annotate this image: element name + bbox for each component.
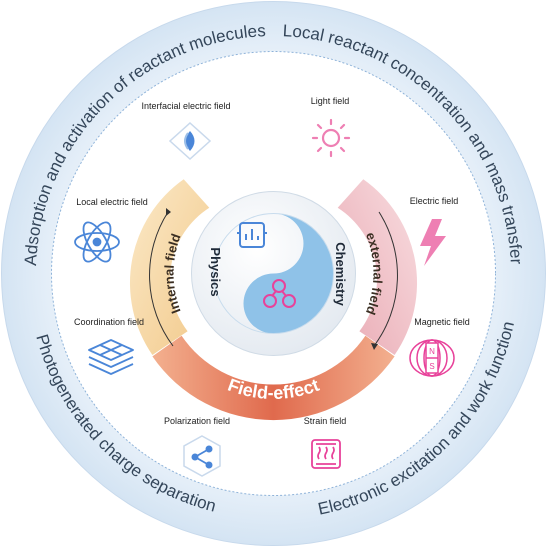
lightning-icon (420, 219, 446, 266)
molecule-icon (263, 279, 296, 308)
internal-field-arc (129, 179, 210, 355)
yin-yang-outline (213, 213, 334, 334)
physics-label: Physics (208, 247, 223, 296)
field-effect-arc (152, 335, 395, 421)
magnet-n-label: N (429, 347, 435, 356)
magnet-icon (409, 339, 455, 377)
atom-icon (74, 221, 120, 263)
field-label-magnetic: Magnetic field (414, 317, 470, 327)
external-field-arc (337, 179, 418, 355)
arrow-right-head-icon (371, 343, 378, 350)
interfacial-field-icon (168, 121, 212, 161)
internal-field-label: Internal field (162, 232, 184, 316)
field-label-interfacial: Interfacial electric field (141, 101, 230, 111)
field-label-light: Light field (311, 96, 350, 106)
field-label-polarization: Polarization field (164, 416, 230, 426)
chart-icon (237, 222, 267, 248)
field-label-strain: Strain field (304, 416, 347, 426)
arrow-left-head-icon (166, 208, 171, 216)
layers-icon (88, 339, 134, 375)
field-label-coordination: Coordination field (74, 317, 144, 327)
magnet-s-label: S (429, 362, 434, 371)
arrow-right-icon (373, 211, 398, 347)
polarization-icon (183, 435, 221, 477)
dashed-border (51, 51, 496, 496)
field-label-local-electric: Local electric field (76, 197, 148, 207)
yin-yang-blue (243, 213, 334, 334)
sun-icon (311, 118, 351, 158)
arrow-left-icon (149, 211, 174, 347)
external-field-label: external field (363, 230, 386, 317)
strain-icon (311, 439, 341, 469)
chemistry-label: Chemistry (333, 242, 348, 306)
field-label-electric: Electric field (410, 196, 459, 206)
